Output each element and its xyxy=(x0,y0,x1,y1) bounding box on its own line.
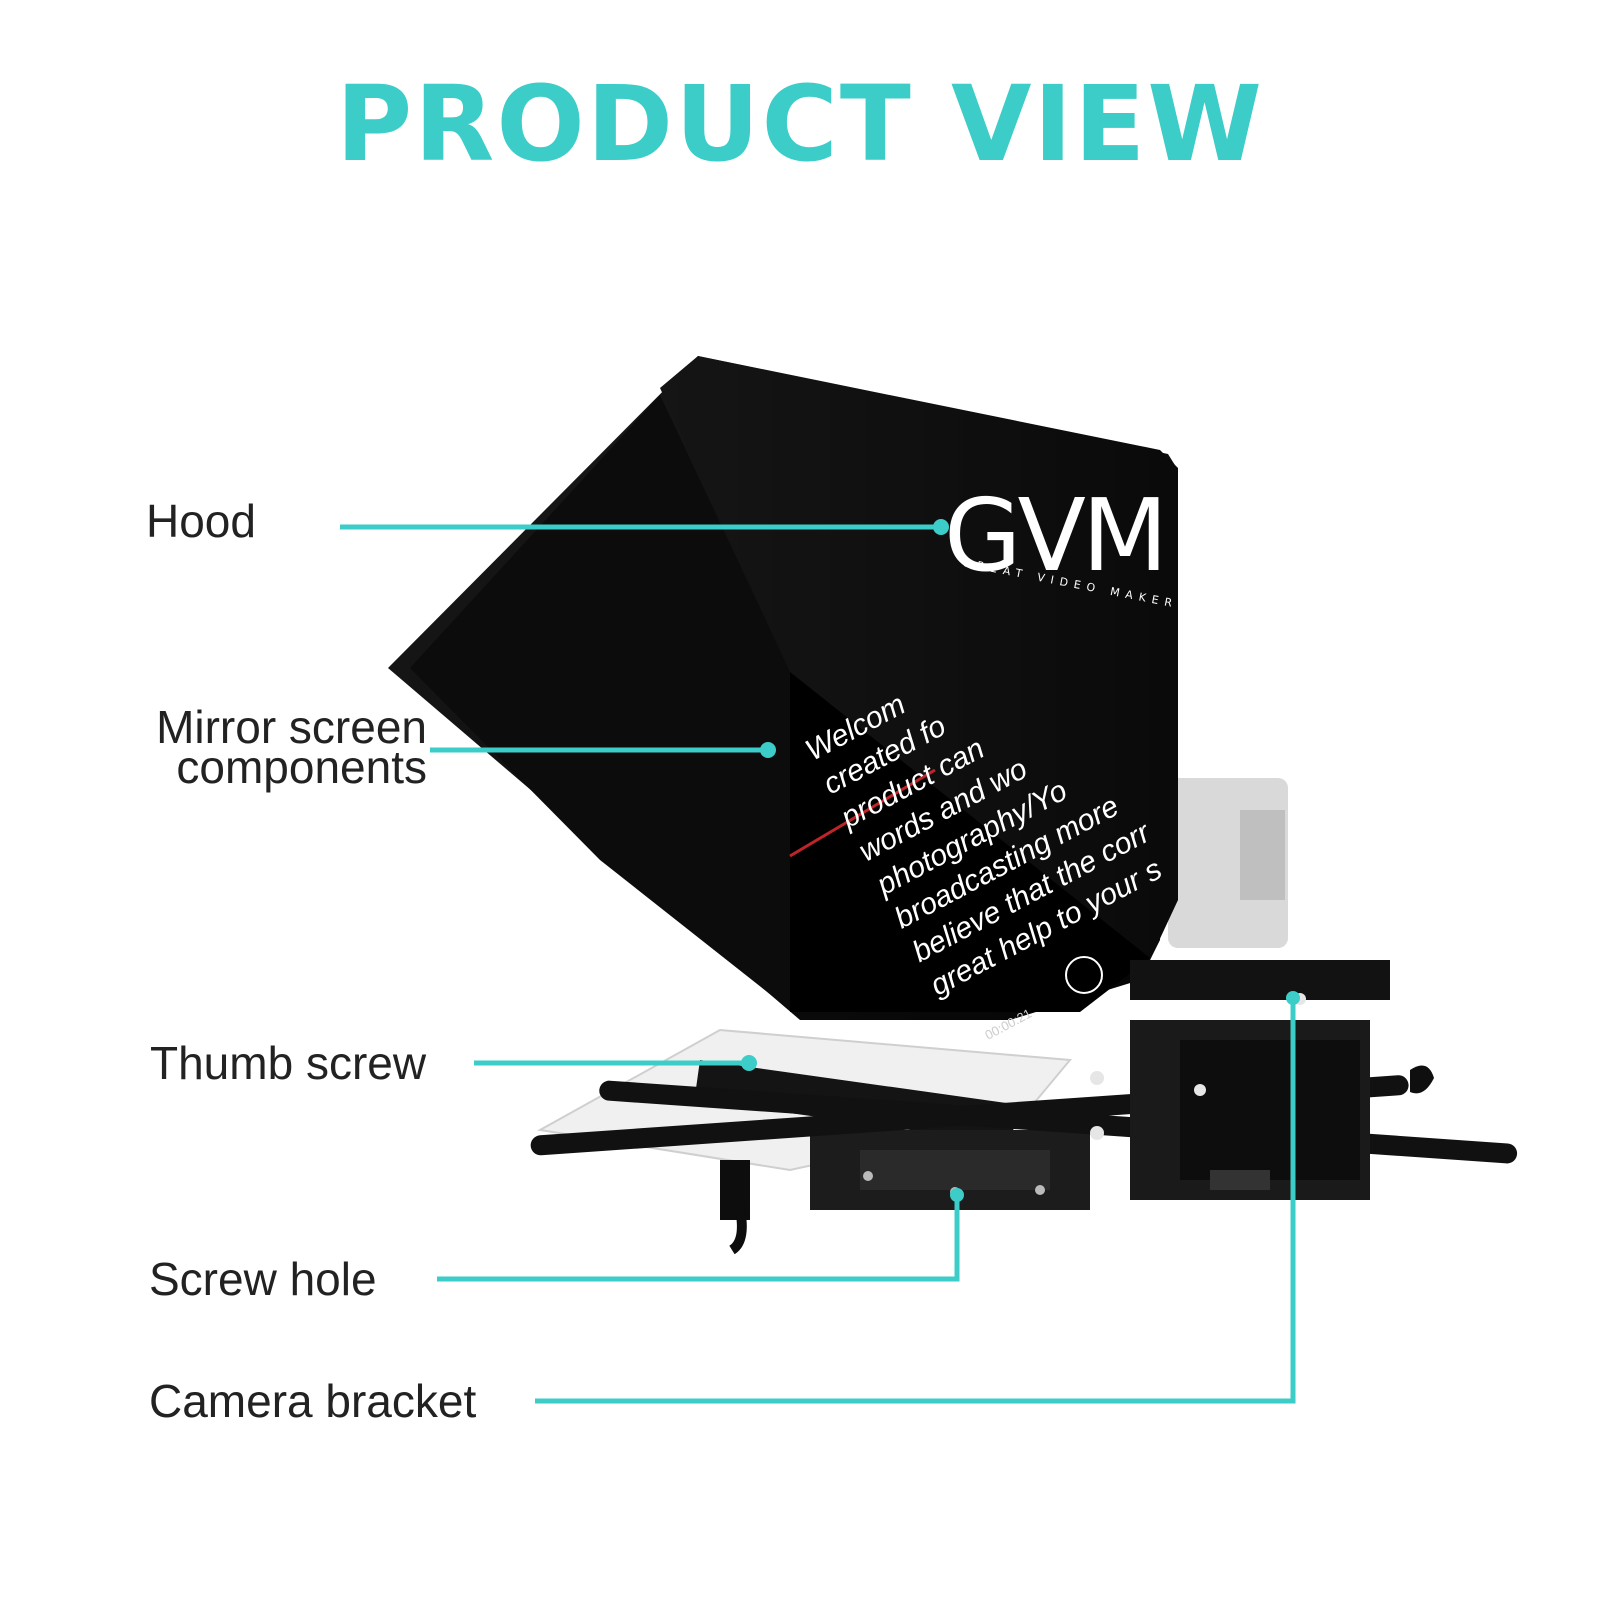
label-camera-bracket: Camera bracket xyxy=(149,1375,477,1427)
hood-marker-dot xyxy=(933,519,949,535)
screw-hole-marker-dot xyxy=(950,1188,964,1202)
hood-shape xyxy=(388,356,1178,1020)
label-hood: Hood xyxy=(146,495,256,547)
pause-icon xyxy=(1065,956,1103,994)
camera-bracket-leader-line xyxy=(535,1000,1296,1404)
label-mirror-line1: Mirror screen xyxy=(156,701,427,753)
thumb-screw-marker-dot xyxy=(741,1055,757,1071)
label-mirror-screen: Mirror screen components xyxy=(145,701,427,793)
camera-body xyxy=(1168,778,1288,948)
label-screw-hole: Screw hole xyxy=(149,1253,377,1305)
brand-logo: GVM xyxy=(944,477,1164,594)
rail-system xyxy=(530,960,1518,1255)
camera-bracket-marker-dot xyxy=(1286,991,1300,1005)
teleprompter-screen: Welcom created fo product can words and … xyxy=(789,688,1167,1043)
screw-hole-leader-line xyxy=(437,1195,960,1282)
mirror-marker-dot xyxy=(760,742,776,758)
page-title: PRODUCT VIEW xyxy=(336,63,1264,185)
callout-lines xyxy=(340,524,1296,1404)
label-mirror-line2: components xyxy=(176,741,427,793)
label-thumb-screw: Thumb screw xyxy=(150,1037,427,1089)
